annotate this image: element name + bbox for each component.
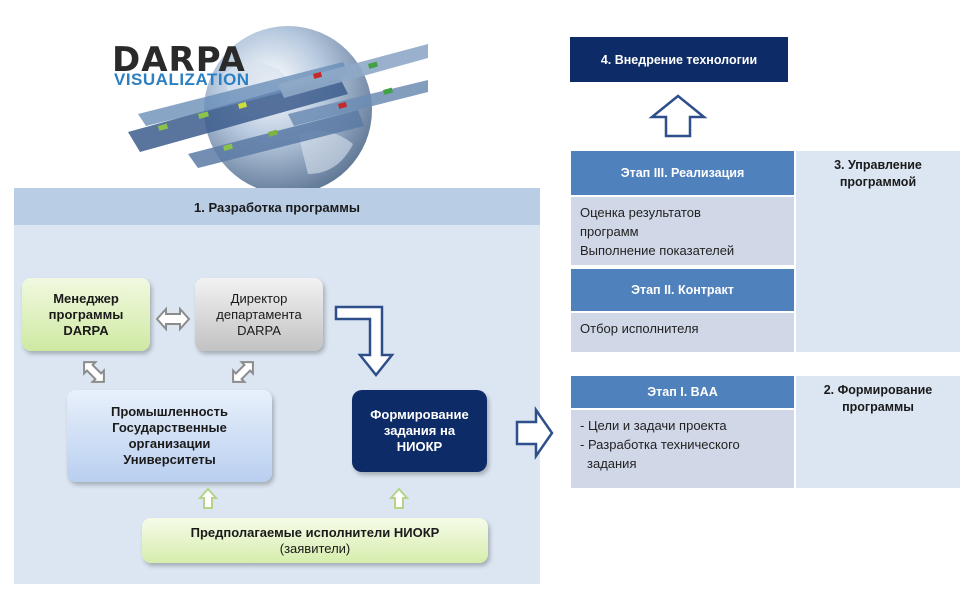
stage1-item: - Разработка технического <box>580 437 740 452</box>
stage1-header: Этап I. BAA <box>571 376 794 408</box>
double-arrow-horizontal-icon <box>155 306 191 332</box>
management-label-line: программой <box>839 175 917 189</box>
double-arrow-diagonal-icon <box>83 361 105 383</box>
industry-line: Государственные <box>112 420 227 435</box>
management-side-panel: 3. Управление программой <box>796 151 960 352</box>
stage3-header: Этап III. Реализация <box>571 151 794 195</box>
data-strips <box>128 44 428 168</box>
stage2-title: Этап II. Контракт <box>631 283 734 297</box>
industry-line: организации <box>128 436 211 451</box>
manager-box: Менеджер программы DARPA <box>22 278 150 351</box>
formation-label-line: программы <box>842 400 914 414</box>
stage3-item: Оценка результатов <box>580 205 701 220</box>
logo-subtitle: VISUALIZATION <box>114 70 250 89</box>
stage1-item: задания <box>587 456 637 471</box>
task-line: НИОКР <box>396 439 443 454</box>
implementation-label: 4. Внедрение технологии <box>600 52 758 67</box>
task-line: Формирование <box>370 407 469 422</box>
stage3-title: Этап III. Реализация <box>620 166 745 180</box>
right-arrow-icon <box>515 406 554 460</box>
bidders-box: Предполагаемые исполнители НИОКР (заявит… <box>142 518 488 563</box>
management-label-line: 3. Управление <box>834 158 922 172</box>
stage1-item: - Цели и задачи проекта <box>580 418 727 433</box>
stage1-title: Этап I. BAA <box>647 385 718 399</box>
bent-arrow-icon <box>334 305 395 378</box>
manager-line: Менеджер <box>53 290 119 306</box>
up-arrow-icon <box>388 487 410 509</box>
logo-word: DARPA <box>112 40 246 80</box>
bidders-subtitle: (заявители) <box>279 540 351 556</box>
stage2-item: Отбор исполнителя <box>580 321 699 336</box>
director-box: Директор департамента DARPA <box>195 278 323 351</box>
manager-line: программы <box>48 306 124 322</box>
industry-line: Университеты <box>123 452 216 467</box>
formation-side-panel: 2. Формирование программы <box>796 376 960 488</box>
director-line: департамента <box>216 306 302 322</box>
manager-line: DARPA <box>63 322 109 338</box>
development-panel-header <box>14 188 540 225</box>
development-panel-title: 1. Разработка программы <box>194 200 360 215</box>
stage2-header: Этап II. Контракт <box>571 269 794 311</box>
stage3-body: Оценка результатов программ Выполнение п… <box>571 197 794 265</box>
stage2-body: Отбор исполнителя <box>571 313 794 352</box>
double-arrow-diagonal-icon <box>232 361 254 383</box>
industry-line: Промышленность <box>111 404 228 419</box>
formation-label-line: 2. Формирование <box>823 383 933 397</box>
director-line: DARPA <box>237 322 281 338</box>
globe-graphic <box>128 26 428 192</box>
director-line: Директор <box>230 290 288 306</box>
stage1-body: - Цели и задачи проекта - Разработка тех… <box>571 410 794 488</box>
bidders-title: Предполагаемые исполнители НИОКР <box>190 524 440 540</box>
up-arrow-icon <box>197 487 219 509</box>
up-arrow-large-icon <box>648 94 708 138</box>
task-box: Формирование задания на НИОКР <box>352 390 487 472</box>
stage3-item: Выполнение показателей <box>580 243 735 258</box>
stage3-item: программ <box>580 224 639 239</box>
implementation-box: 4. Внедрение технологии <box>570 37 788 82</box>
task-line: задания на <box>383 423 456 438</box>
industry-box: Промышленность Государственные организац… <box>67 390 272 482</box>
